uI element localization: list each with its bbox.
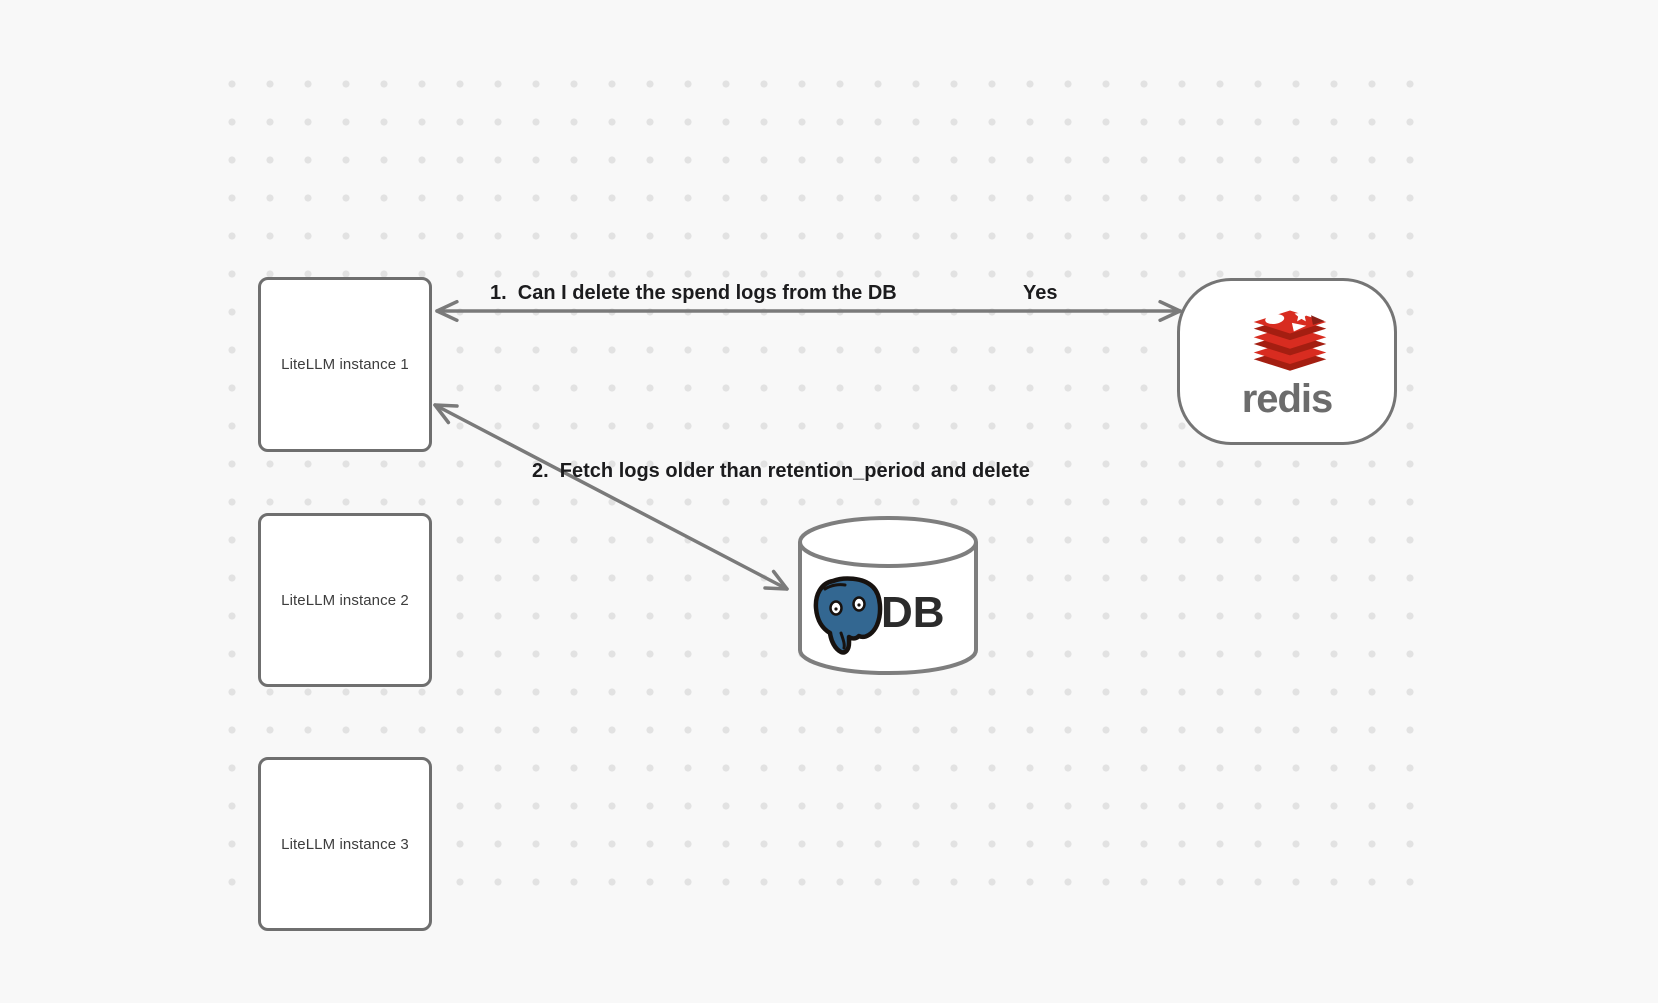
redis-stack-icon (1253, 308, 1327, 371)
node-litellm-instance-2[interactable]: LiteLLM instance 2 (258, 513, 432, 687)
edge-label-request[interactable]: 1. Can I delete the spend logs from the … (490, 282, 897, 304)
edge-label-fetch-delete[interactable]: 2. Fetch logs older than retention_perio… (532, 460, 1030, 482)
node-label: LiteLLM instance 1 (281, 356, 409, 373)
node-label: LiteLLM instance 2 (281, 591, 409, 609)
node-redis[interactable]: redis (1177, 278, 1397, 445)
redis-wordmark: redis (1241, 377, 1334, 421)
db-label: DB (881, 588, 945, 637)
star-glyph (1294, 308, 1309, 322)
postgresql-elephant-icon (813, 576, 883, 655)
node-postgres-db[interactable]: DB (797, 515, 979, 677)
node-label: LiteLLM instance 3 (281, 835, 409, 853)
node-litellm-instance-3[interactable]: LiteLLM instance 3 (258, 757, 432, 931)
node-litellm-instance-1[interactable]: LiteLLM instance 1 (258, 277, 432, 452)
arrow-instance1-db[interactable] (433, 403, 789, 591)
edge-label-response-yes[interactable]: Yes (1023, 282, 1058, 304)
